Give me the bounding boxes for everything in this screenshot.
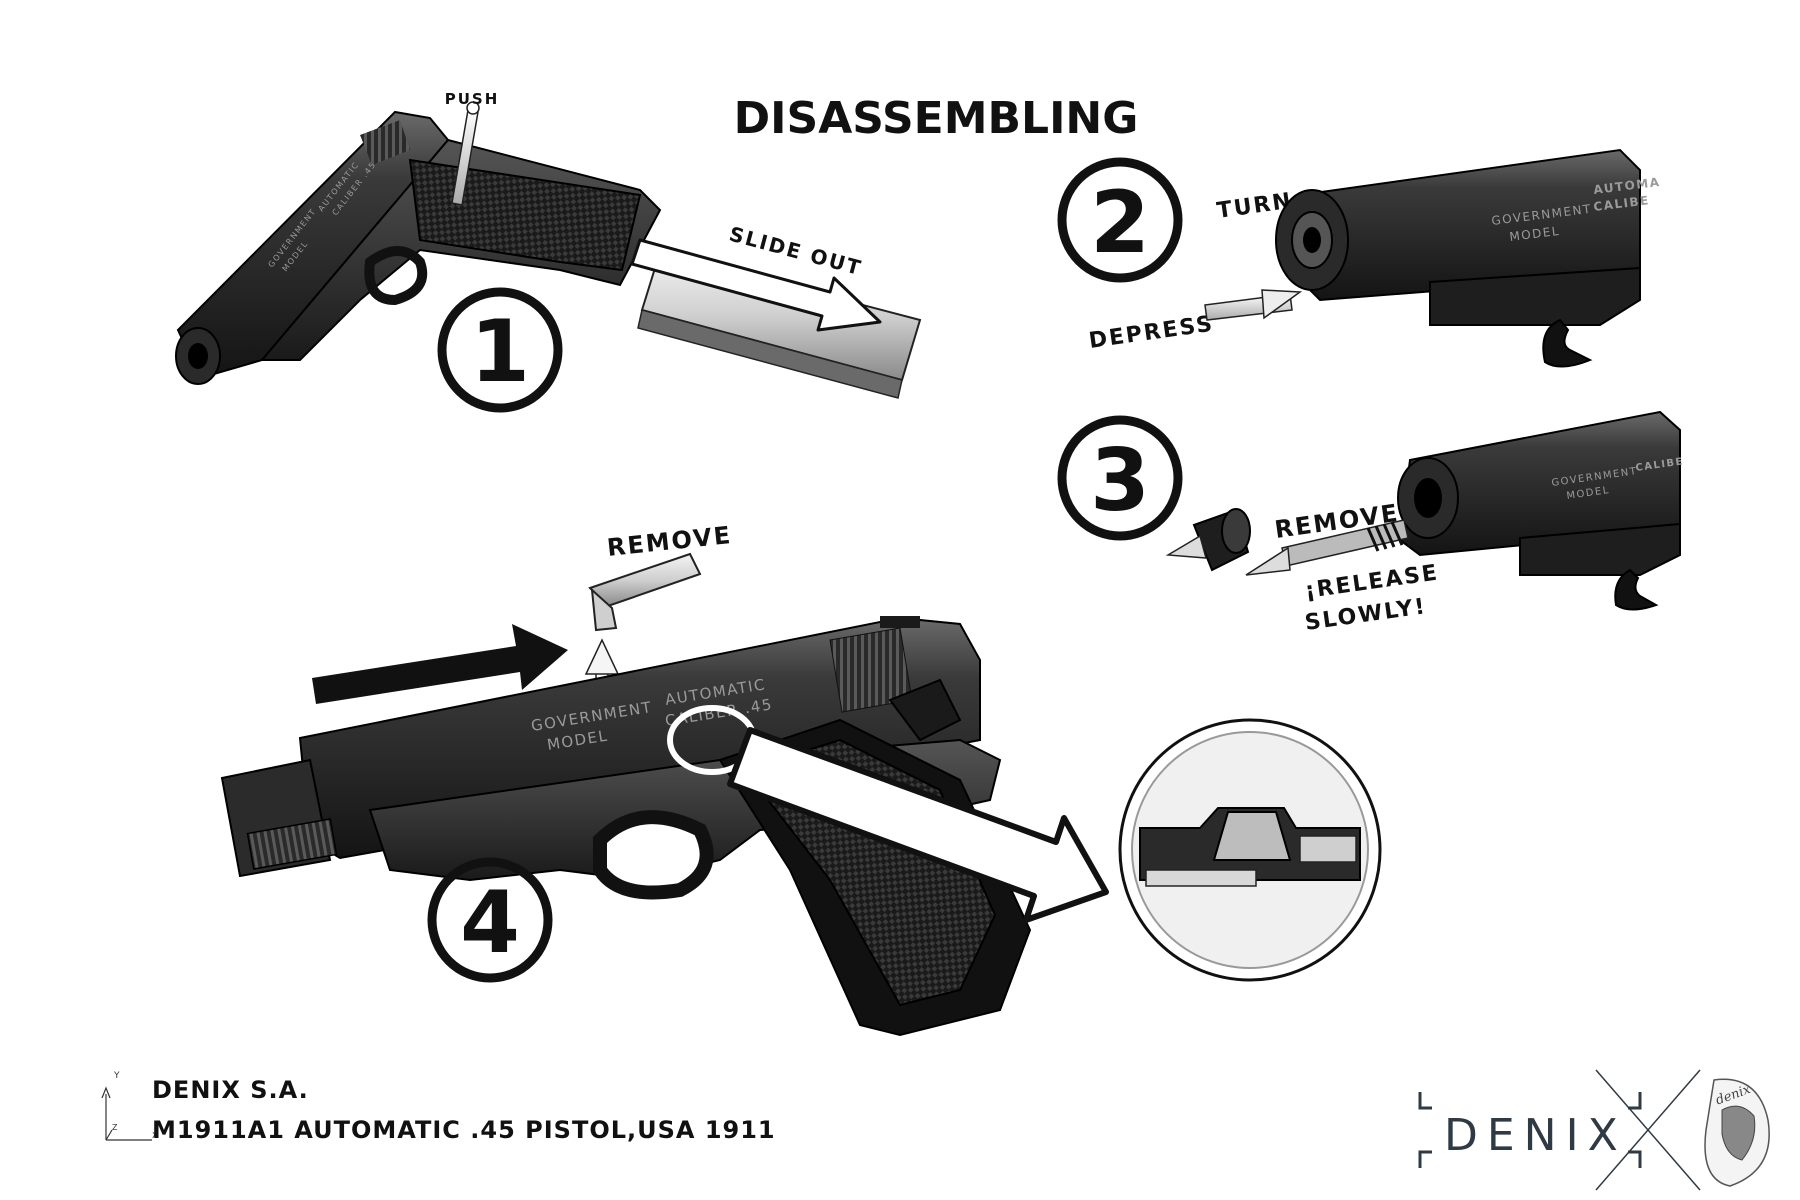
- step-1-number: 1: [470, 302, 530, 402]
- notch-detail-view: [1118, 718, 1382, 982]
- slide-out-arrow-icon: [630, 238, 882, 332]
- removed-plug-icon: [1165, 508, 1251, 572]
- axis-x-label: X: [152, 1131, 158, 1140]
- denix-logo: DENIX: [1418, 1069, 1701, 1191]
- brand-name: DENIX: [1444, 1110, 1627, 1161]
- step-4-number: 4: [460, 873, 520, 973]
- axis-triad-icon: Y Z X: [101, 1071, 158, 1141]
- step-1-circle: [437, 287, 563, 413]
- step-1-pistol: GOVERNMENT MODEL AUTOMATIC CALIBER .45: [175, 110, 662, 385]
- step-2-engraving-model: MODEL: [1509, 224, 1561, 244]
- step-2-circle: [1057, 157, 1183, 283]
- push-label: PUSH: [445, 90, 500, 108]
- push-pin-icon: [451, 101, 480, 206]
- footer-model: M1911A1 AUTOMATIC .45 PISTOL,USA 1911: [152, 1116, 776, 1144]
- depress-label: DEPRESS: [1087, 312, 1215, 354]
- step-3-number: 3: [1090, 431, 1150, 531]
- step-3-circle: [1057, 415, 1183, 541]
- detail-pointer-arrow-icon: [727, 727, 1109, 923]
- denix-seal-icon: denix: [1704, 1078, 1770, 1187]
- push-direction-arrow-icon: [312, 624, 568, 704]
- footer-company: DENIX S.A.: [152, 1076, 309, 1104]
- axis-y-label: Y: [113, 1071, 120, 1081]
- step-3-slide: GOVERNMENT MODEL CALIBE: [1397, 410, 1685, 611]
- step-2-number: 2: [1090, 173, 1150, 273]
- step-4-remove-label: REMOVE: [606, 521, 734, 562]
- step-4-circle: [427, 857, 553, 983]
- axis-z-label: Z: [112, 1123, 118, 1132]
- recoil-plug-icon: [1204, 289, 1303, 321]
- step-2: 2 TURN DEPRESS GOVERNMENT MODEL AUTOMA C…: [1057, 148, 1661, 368]
- step-2-engraving-calibe: CALIBE: [1593, 193, 1651, 214]
- page-title: DISASSEMBLING: [734, 93, 1139, 144]
- step-1: GOVERNMENT MODEL AUTOMATIC CALIBER .45 P…: [175, 90, 922, 413]
- recoil-spring-icon: [1245, 519, 1409, 576]
- step-2-slide: GOVERNMENT MODEL AUTOMA CALIBE: [1275, 148, 1661, 368]
- step-3: 3 GOVERNMENT MODEL CALIBE REMOVE ¡RELEAS…: [1057, 410, 1685, 636]
- slide-stop-icon: [588, 552, 702, 632]
- step-4: REMOVE: [220, 521, 1382, 1037]
